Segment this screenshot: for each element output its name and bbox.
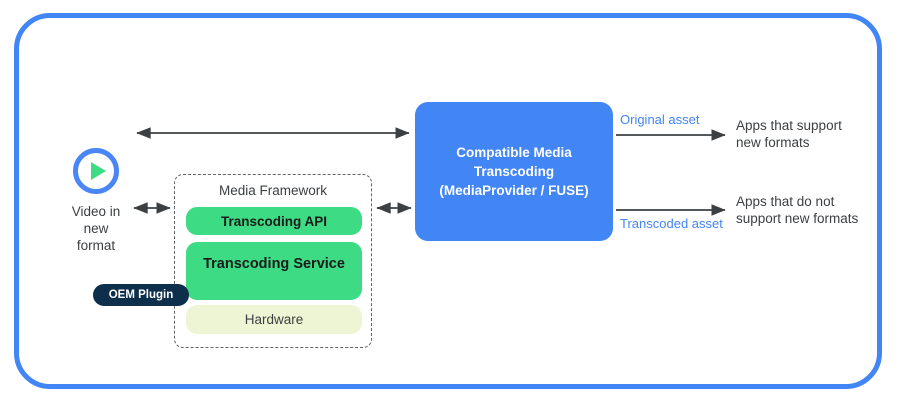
consumer-apps-supporting: Apps that support new formats	[736, 118, 842, 150]
play-circle-icon	[73, 148, 119, 194]
block-hardware[interactable]: Hardware	[186, 305, 362, 334]
video-source-caption: Video in new format	[71, 204, 121, 253]
badge-oem-plugin[interactable]: OEM Plugin	[93, 284, 189, 306]
media-framework-container: Media Framework Transcoding API Transcod…	[174, 174, 372, 348]
edge-label-original-asset: Original asset	[620, 112, 700, 127]
block-transcoding-api[interactable]: Transcoding API	[186, 207, 362, 235]
play-triangle-icon	[90, 162, 106, 180]
block-compatible-media-transcoding[interactable]: Compatible Media Transcoding (MediaProvi…	[415, 102, 613, 241]
media-framework-title: Media Framework	[218, 183, 328, 198]
edge-label-transcoded-asset: Transcoded asset	[620, 216, 723, 231]
block-transcoding-service[interactable]: Transcoding Service	[186, 242, 362, 300]
consumer-apps-not-supporting: Apps that do not support new formats	[736, 194, 859, 226]
video-source-group: Video in new format	[44, 148, 148, 254]
